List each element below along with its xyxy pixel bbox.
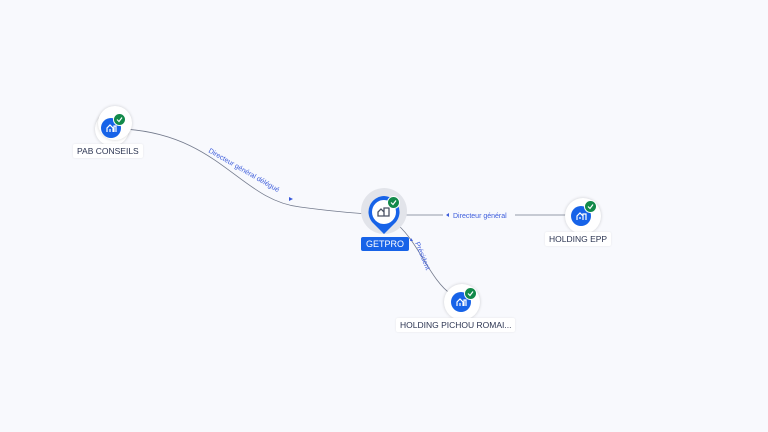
edge-label-pichou: Président [413,241,431,271]
arrow-icon [410,238,413,241]
node-label: HOLDING EPP [545,232,612,246]
arrow-icon [289,197,293,201]
node-label: PAB CONSEILS [73,144,143,158]
verified-check-icon [387,196,400,209]
verified-check-icon [584,200,597,213]
edge-pichou-getpro [397,224,453,296]
edge-pab-getpro [123,128,371,215]
edge-label-pab: Directeur général délégué [207,148,280,194]
node-label: HOLDING PICHOU ROMAI... [396,318,516,332]
building-icon [377,207,390,217]
verified-check-icon [464,287,477,300]
central-node-label: GETPRO [361,237,410,251]
edge-label-epp: Directeur général [453,213,507,220]
verified-check-icon [113,113,126,126]
arrow-icon [446,213,449,217]
